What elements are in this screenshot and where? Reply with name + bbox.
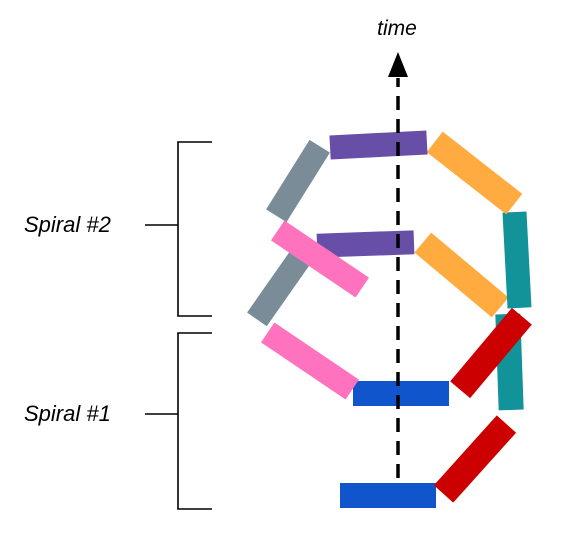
segment-red-lower	[433, 415, 517, 503]
time-axis-arrowhead	[388, 52, 408, 77]
spiral-1-label: Spiral #1	[24, 401, 111, 426]
segment-pink-lower	[261, 322, 359, 400]
spiral-1-bracket	[145, 332, 212, 510]
segment-gray-lower	[247, 243, 315, 327]
time-axis-label: time	[377, 17, 417, 40]
segment-gray-upper	[266, 139, 330, 223]
segment-blue-middle	[353, 381, 449, 406]
segment-purple-upper	[329, 130, 428, 160]
segment-purple-lower	[316, 230, 415, 258]
spiral-2-bracket	[145, 141, 212, 317]
segment-pink-upper	[271, 220, 369, 298]
segment-orange-upper	[426, 131, 523, 215]
segment-orange-lower	[414, 232, 509, 318]
segment-teal-upper	[502, 211, 532, 309]
spiral-2-label: Spiral #2	[24, 212, 111, 237]
segment-blue-bottom	[340, 483, 436, 508]
spiral-segments	[247, 130, 532, 508]
segment-red-upper	[450, 307, 532, 399]
